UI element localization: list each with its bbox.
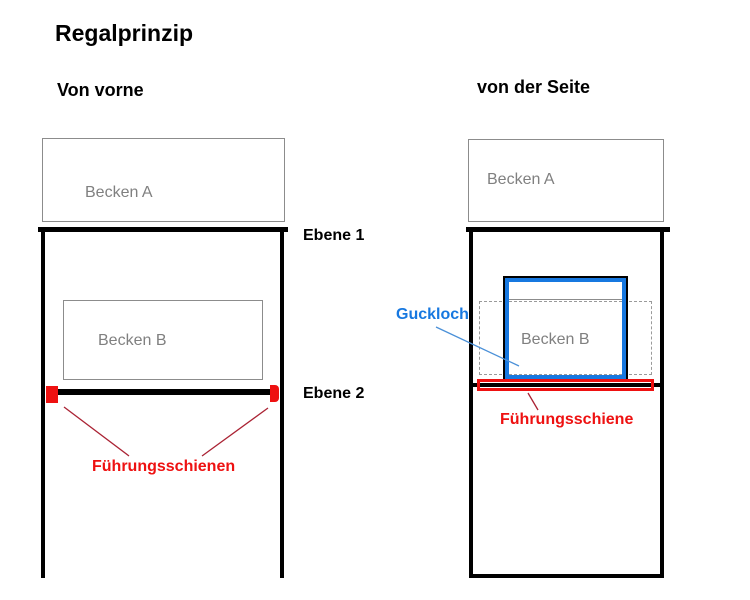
front-ebene1-shelf-line	[38, 227, 288, 232]
fuehrungsschiene-pointer-line	[527, 392, 539, 411]
front-becken-b-box	[63, 300, 263, 380]
side-becken-b-label: Becken B	[521, 331, 590, 348]
side-fuehrungsschiene-rail	[477, 379, 654, 391]
becken-b-visible-edge	[509, 299, 622, 300]
front-right-post	[280, 232, 284, 578]
side-left-post	[469, 232, 473, 578]
front-left-post	[41, 232, 45, 578]
front-becken-a-box	[42, 138, 285, 222]
side-becken-a-label: Becken A	[487, 171, 555, 188]
front-rail-block-left	[46, 386, 58, 403]
side-guckloch-window	[503, 276, 628, 381]
fuehrungsschienen-pointer-right-line	[201, 407, 269, 457]
side-ebene2-shelf-line	[470, 383, 662, 387]
front-becken-b-label: Becken B	[98, 332, 167, 349]
front-becken-a-label: Becken A	[85, 184, 153, 201]
front-rail-block-right	[270, 385, 279, 402]
fuehrungsschienen-pointer-left-line	[63, 406, 130, 457]
page-title: Regalprinzip	[55, 20, 194, 46]
front-fuehrungsschienen-label: Führungsschienen	[92, 458, 236, 475]
side-bottom-line	[469, 574, 664, 578]
front-ebene2-shelf-line	[57, 389, 272, 395]
side-ebene1-shelf-line	[466, 227, 670, 232]
side-view-heading: von der Seite	[477, 77, 591, 97]
side-becken-a-box	[468, 139, 664, 222]
front-ebene1-label: Ebene 1	[303, 227, 365, 244]
side-fuehrungsschiene-label: Führungsschiene	[500, 411, 634, 428]
front-ebene2-label: Ebene 2	[303, 385, 365, 402]
side-right-post	[660, 232, 664, 578]
front-view-heading: Von vorne	[57, 80, 144, 100]
side-guckloch-label: Guckloch	[396, 306, 469, 323]
